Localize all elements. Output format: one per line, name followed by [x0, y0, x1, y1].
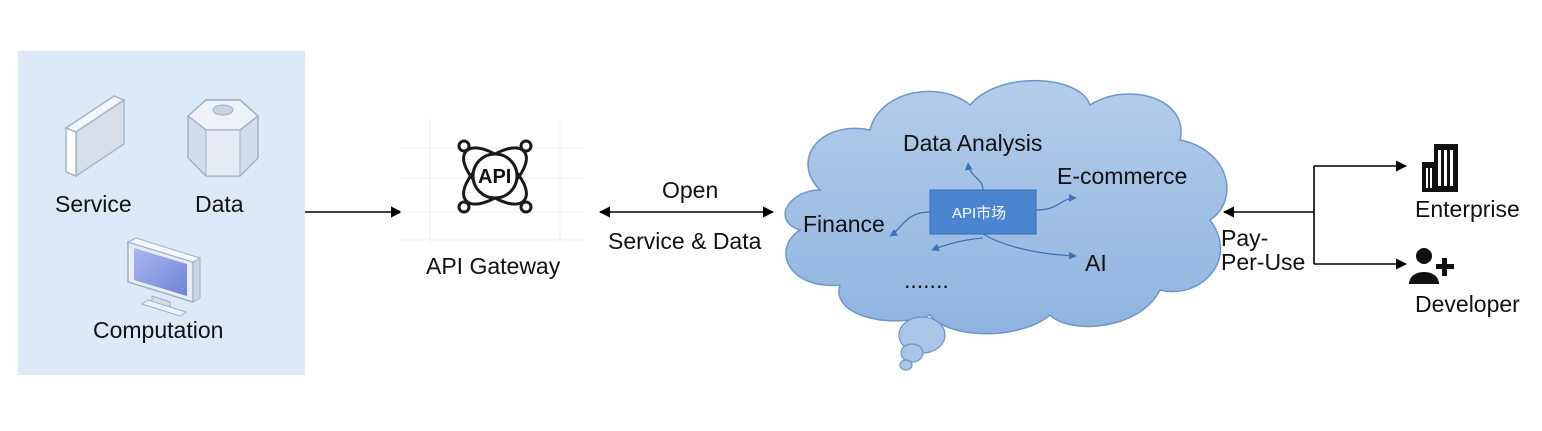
api-icon	[457, 139, 533, 214]
service-data-label: Service & Data	[608, 228, 762, 254]
market-ecommerce: E-commerce	[1057, 163, 1187, 189]
api-icon-text: API	[478, 166, 511, 188]
market-finance: Finance	[803, 211, 885, 237]
consumer-connectors	[1222, 160, 1408, 270]
market-center-label: API市场	[952, 205, 1006, 222]
open-label: Open	[662, 177, 718, 203]
developer-label: Developer	[1415, 291, 1520, 317]
gateway-grid	[400, 118, 585, 245]
resources-panel: Service Data Computation	[18, 51, 305, 375]
service-label: Service	[55, 191, 132, 217]
computation-icon	[126, 237, 202, 317]
market-ai: AI	[1085, 250, 1107, 276]
api-gateway: API API Gateway	[400, 118, 585, 279]
market-connectors	[889, 162, 1077, 260]
developer-icon	[1409, 248, 1454, 284]
market-more: .......	[904, 267, 949, 293]
computation-label: Computation	[93, 317, 223, 343]
data-label: Data	[195, 191, 244, 217]
service-icon	[64, 95, 126, 178]
enterprise-icon	[1422, 144, 1458, 192]
market-data-analysis: Data Analysis	[903, 130, 1042, 156]
data-icon	[186, 99, 260, 177]
gateway-label: API Gateway	[426, 253, 561, 279]
per-use-label: Per-Use	[1221, 249, 1305, 275]
pay-label: Pay-	[1221, 225, 1268, 251]
enterprise-label: Enterprise	[1415, 196, 1520, 222]
